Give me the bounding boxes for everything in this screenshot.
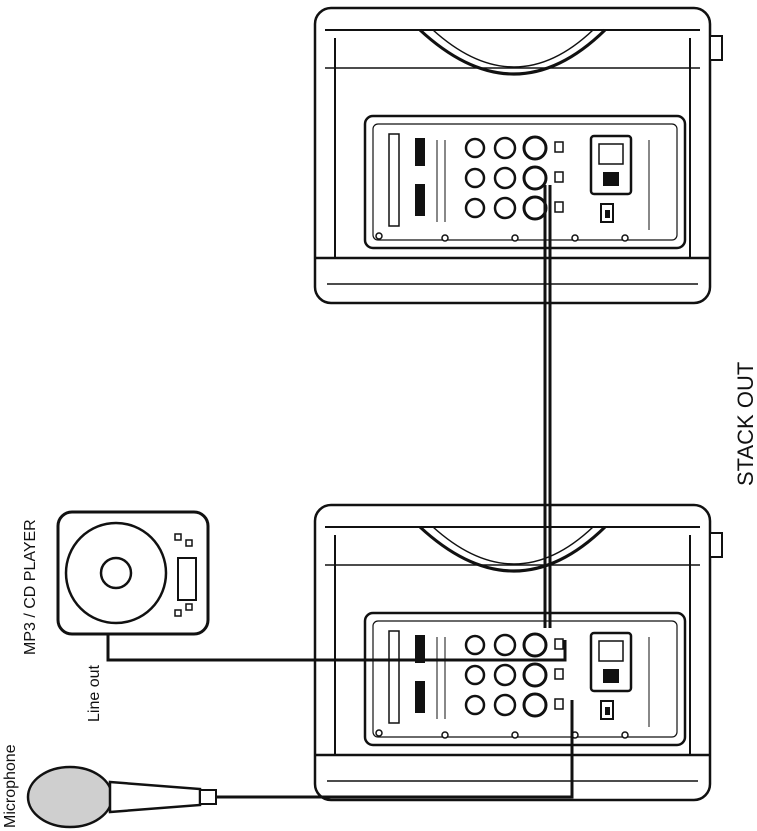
top-speaker: [315, 8, 722, 303]
bottom-speaker: [315, 505, 722, 800]
cd-player: [58, 512, 208, 634]
line-out-label: Line out: [86, 665, 104, 722]
player-label: MP3 / CD PLAYER: [22, 519, 40, 655]
microphone-label: Microphone: [2, 744, 20, 828]
microphone: [28, 767, 216, 827]
stack-out-label: STACK OUT: [733, 362, 757, 486]
